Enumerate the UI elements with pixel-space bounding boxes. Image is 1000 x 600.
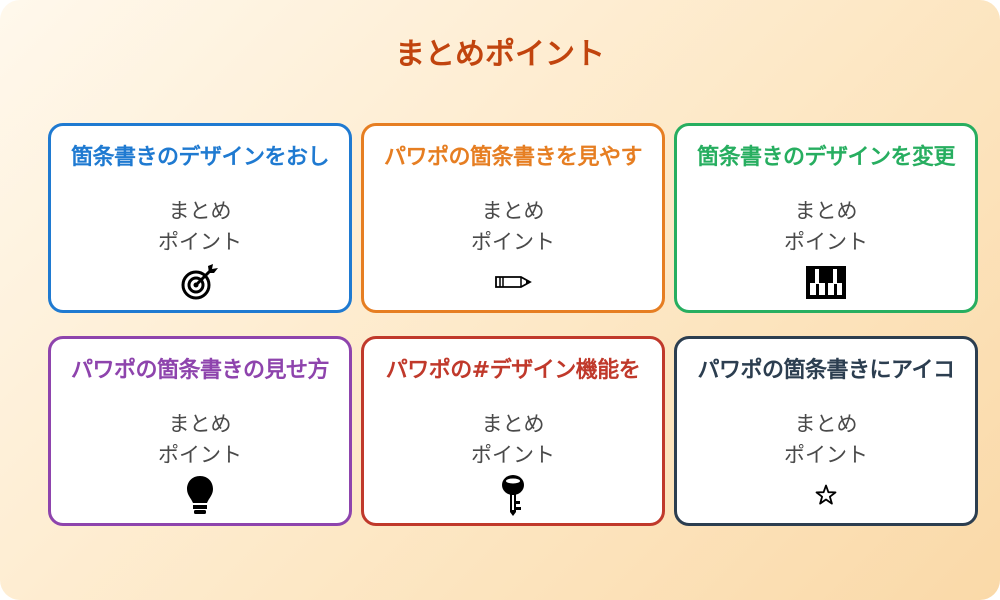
card-line-2: ポイント [784, 230, 868, 254]
card-2: パワポの箇条書きを見やす まとめ ポイント [361, 123, 665, 313]
card-grid: 箇条書きのデザインをおし まとめ ポイント パワポの箇条書きを見やす まとめ ポ… [48, 123, 978, 527]
lightbulb-icon [51, 475, 349, 515]
key-icon [364, 475, 662, 516]
card-6: パワポの箇条書きにアイコ まとめ ポイント [674, 336, 978, 526]
card-line-2: ポイント [158, 230, 242, 254]
card-line-2: ポイント [471, 230, 555, 254]
card-line-1: まとめ [481, 412, 545, 436]
card-line-1: まとめ [168, 199, 232, 223]
card-1: 箇条書きのデザインをおし まとめ ポイント [48, 123, 352, 313]
card-5: パワポの#デザイン機能を まとめ ポイント [361, 336, 665, 526]
piano-keys-icon [677, 262, 975, 302]
card-title: パワポの箇条書きにアイコ [697, 358, 955, 383]
card-line-1: まとめ [168, 412, 232, 436]
card-line-2: ポイント [158, 443, 242, 467]
card-line-2: ポイント [471, 443, 555, 467]
card-title: パワポの箇条書きの見せ方 [70, 358, 330, 383]
pencil-icon [364, 262, 662, 302]
card-title: パワポの#デザイン機能を [385, 358, 641, 383]
card-title: パワポの箇条書きを見やす [383, 145, 643, 170]
card-3: 箇条書きのデザインを変更 まとめ ポイント [674, 123, 978, 313]
card-title: 箇条書きのデザインをおし [70, 145, 330, 170]
card-line-1: まとめ [794, 412, 858, 436]
card-4: パワポの箇条書きの見せ方 まとめ ポイント [48, 336, 352, 526]
card-line-1: まとめ [794, 199, 858, 223]
card-line-2: ポイント [784, 443, 868, 467]
card-line-1: まとめ [481, 199, 545, 223]
page-title: まとめポイント [395, 37, 605, 72]
star-icon [677, 475, 975, 515]
target-icon [51, 262, 349, 302]
card-title: 箇条書きのデザインを変更 [696, 145, 956, 170]
